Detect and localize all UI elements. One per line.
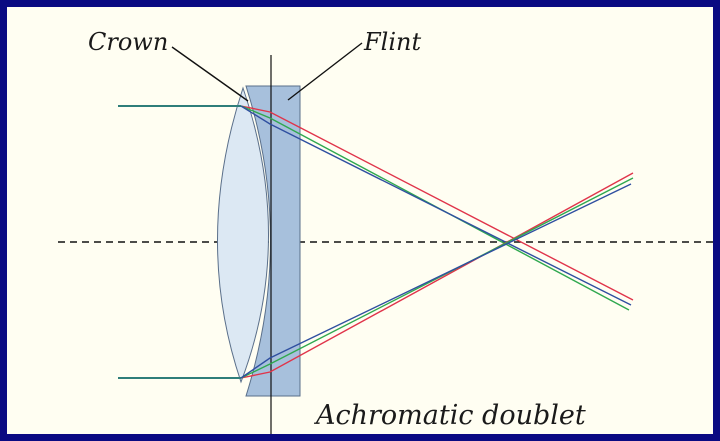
ray-blue-bottom bbox=[240, 183, 632, 379]
flint-leader-line bbox=[287, 42, 363, 101]
caption-label: Achromatic doublet bbox=[313, 400, 586, 431]
crown-lens bbox=[217, 86, 269, 384]
ray-red-top bbox=[240, 105, 634, 301]
crown-leader-line bbox=[171, 46, 249, 102]
crown-label: Crown bbox=[88, 28, 168, 56]
ray-green-top bbox=[240, 105, 630, 311]
ray-green-bottom bbox=[240, 177, 634, 379]
top-rays bbox=[240, 105, 634, 311]
flint-label: Flint bbox=[363, 28, 421, 56]
incoming-rays bbox=[118, 105, 241, 379]
bottom-rays bbox=[240, 172, 634, 379]
ray-blue-top bbox=[240, 105, 632, 306]
flint-lens bbox=[245, 85, 301, 397]
